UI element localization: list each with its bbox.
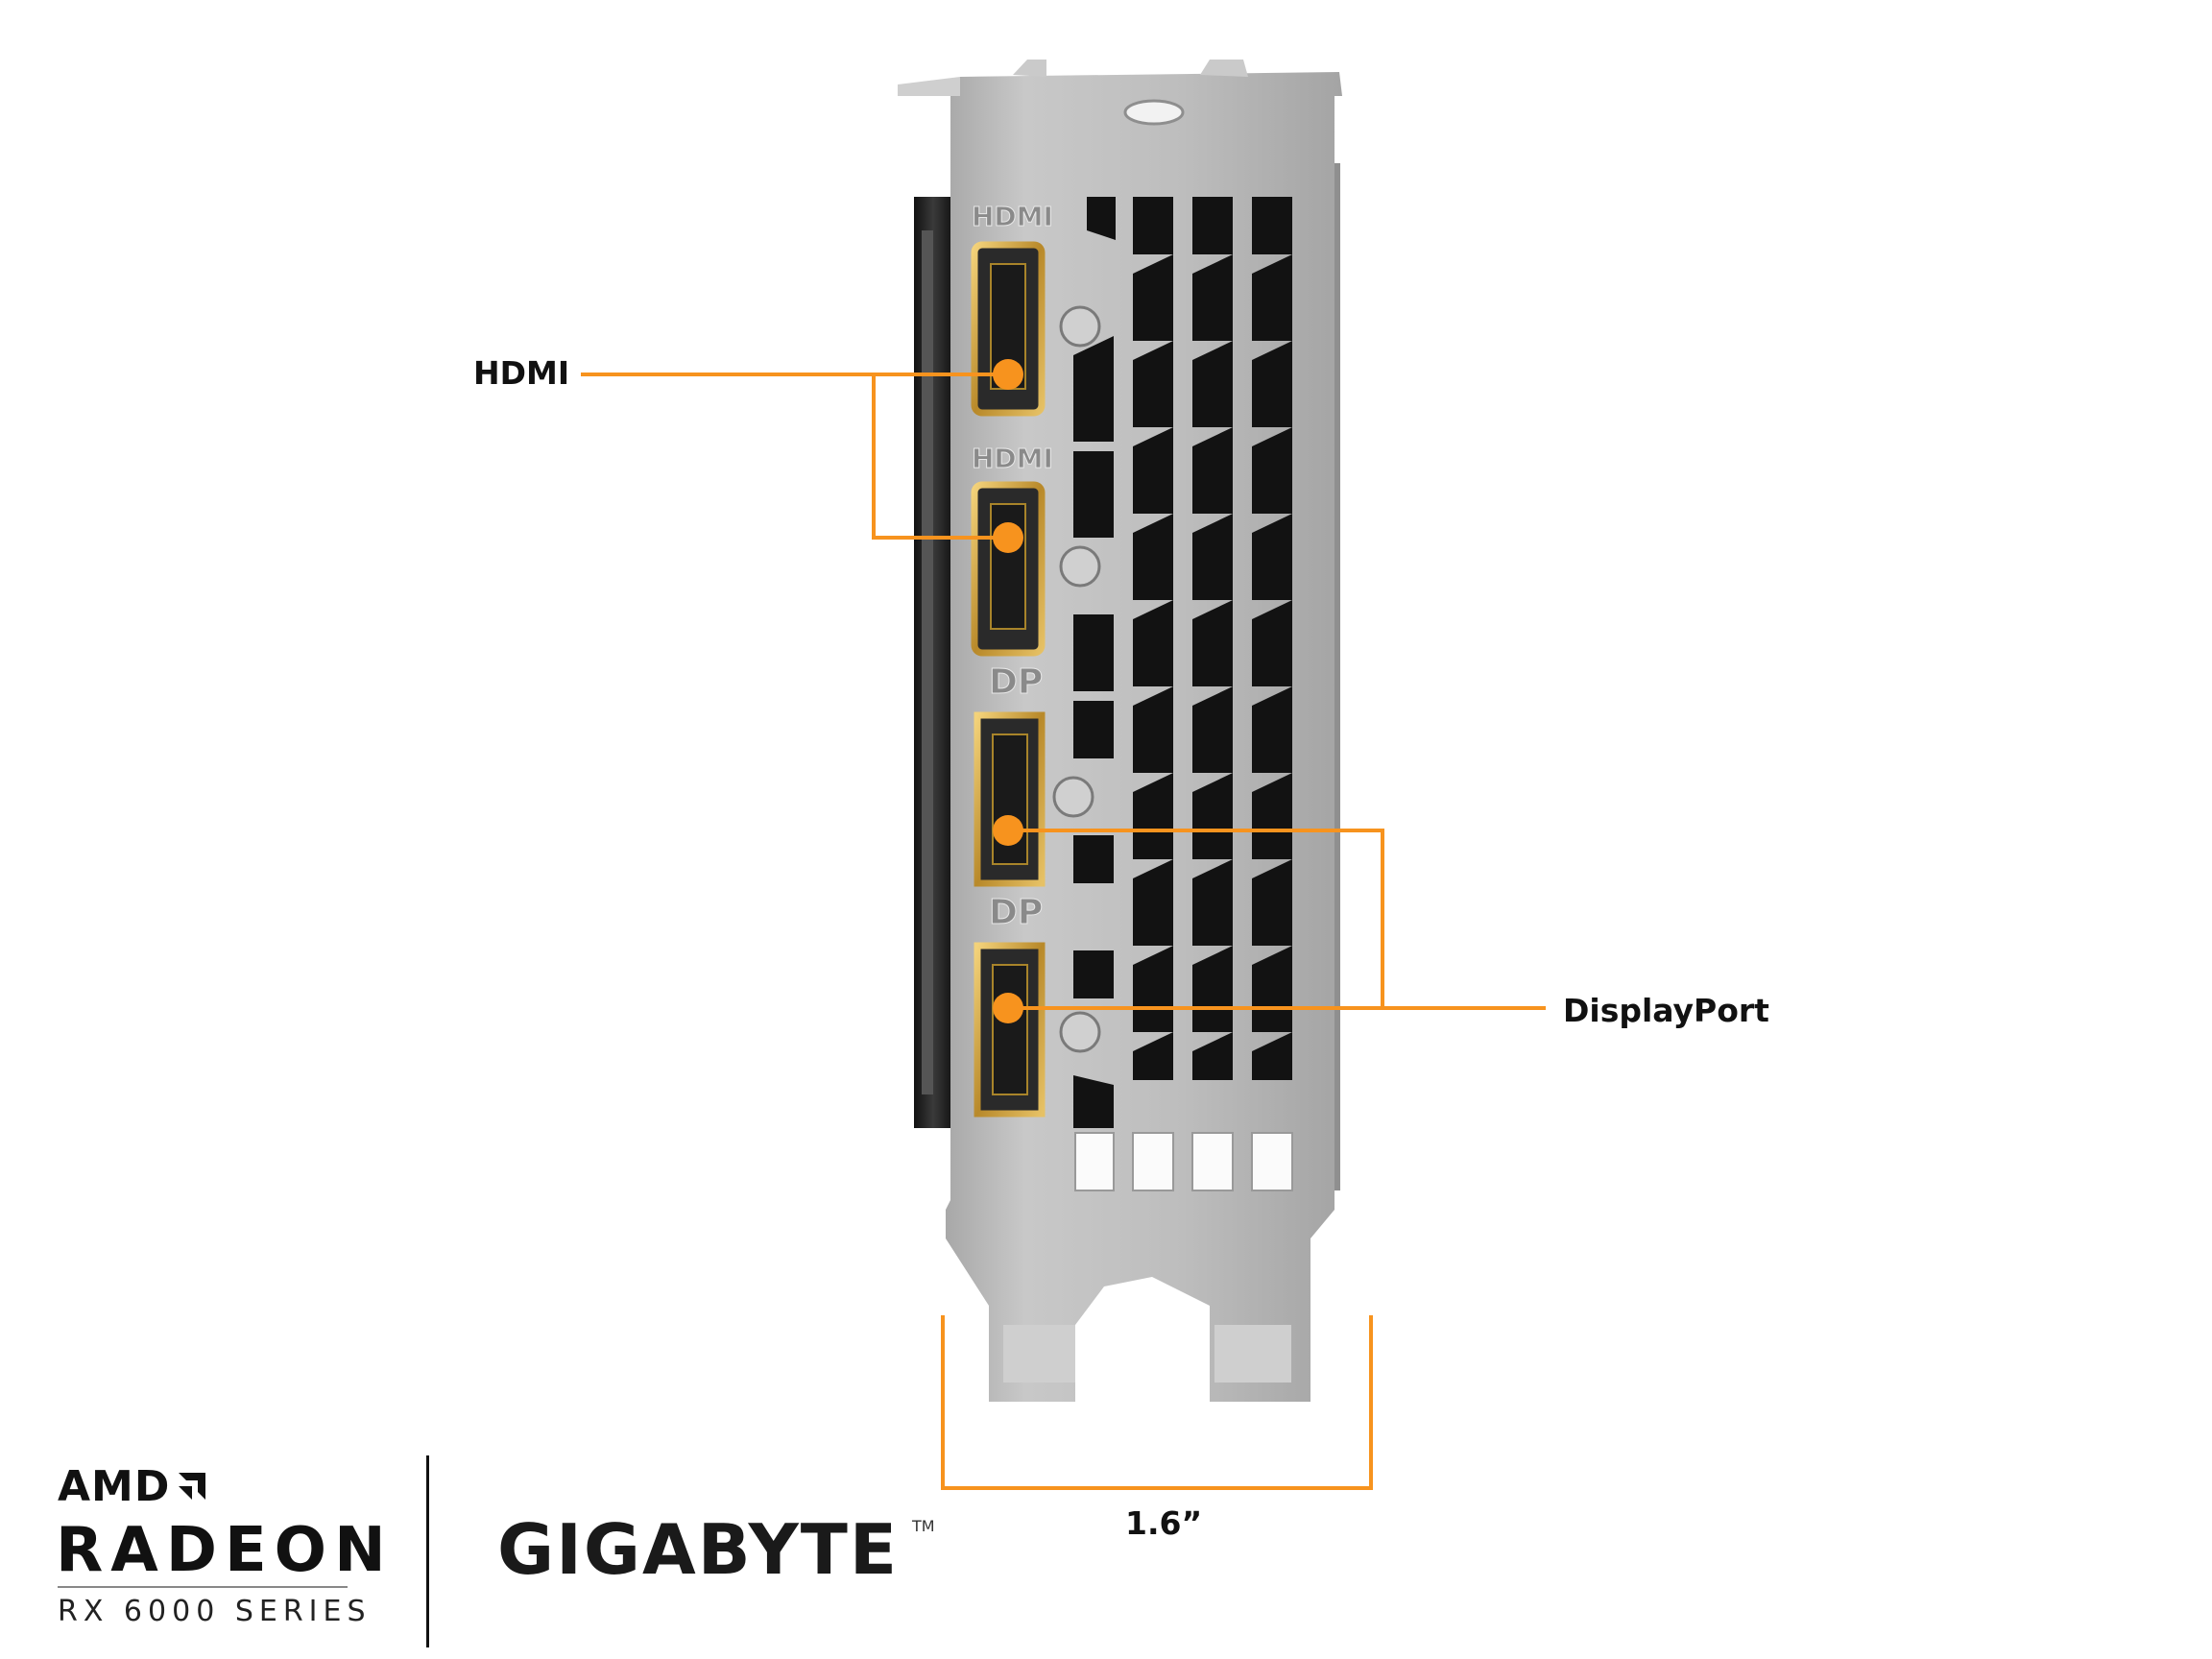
- hdmi-marker-1: [993, 359, 1023, 390]
- port-hdmi-2: [971, 481, 1101, 657]
- trademark-mark: TM: [912, 1517, 935, 1535]
- dp-marker-2: [993, 993, 1023, 1023]
- brand-divider: [426, 1455, 429, 1647]
- hdmi-callout-label: HDMI: [473, 354, 570, 392]
- port-label-dp-2: DP: [989, 893, 1043, 932]
- port-label-dp-1: DP: [989, 662, 1043, 702]
- radeon-logo-text: RADEON: [56, 1515, 394, 1586]
- port-hdmi-1: [971, 241, 1101, 417]
- dp-marker-1: [993, 815, 1023, 846]
- vent-grid: [1073, 197, 1293, 1191]
- amd-logo-text: AMD: [58, 1462, 171, 1511]
- card-body: [914, 197, 952, 1128]
- displayport-callout-label: DisplayPort: [1563, 992, 1769, 1029]
- port-dp-2: [974, 942, 1101, 1118]
- width-dimension: [941, 1315, 1373, 1490]
- series-text: RX 6000 SERIES: [58, 1595, 372, 1628]
- amd-arrow-icon: [179, 1473, 205, 1500]
- hdmi-marker-2: [993, 522, 1023, 553]
- width-dimension-label: 1.6”: [1125, 1504, 1203, 1542]
- brand-rule: [58, 1586, 348, 1588]
- port-label-hdmi-2: HDMI: [972, 443, 1053, 474]
- port-label-hdmi-1: HDMI: [972, 201, 1053, 232]
- hdmi-leader: [581, 373, 1008, 540]
- displayport-leader: [1008, 829, 1546, 1010]
- gigabyte-logo-text: GIGABYTE: [497, 1509, 900, 1590]
